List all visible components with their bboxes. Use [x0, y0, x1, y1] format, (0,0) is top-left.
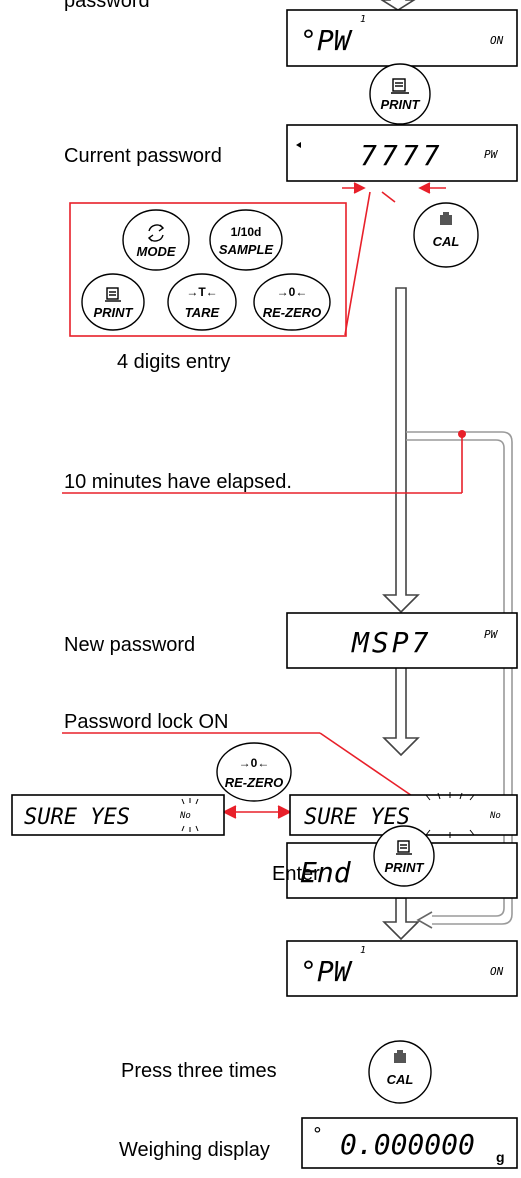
weight-icon — [440, 212, 452, 225]
current-password-value: 7777 — [360, 139, 443, 172]
label-digits-entry: 4 digits entry — [117, 351, 231, 373]
label-elapsed: 10 minutes have elapsed. — [64, 471, 292, 493]
flow-arrow-top — [380, 0, 416, 11]
cal-key-top[interactable]: CAL — [413, 202, 479, 268]
label-press-three: Press three times — [121, 1060, 277, 1082]
sure-left-text: SURE YES — [24, 805, 130, 830]
rezero-small-label: RE-ZERO — [263, 305, 322, 320]
weight-icon — [394, 1050, 406, 1063]
print-small-label: PRINT — [94, 305, 134, 320]
mode-key-label: MODE — [137, 244, 176, 259]
current-password-tag: PW — [484, 148, 499, 161]
end-display-text: End — [300, 856, 352, 889]
tare-key[interactable]: →T← TARE — [167, 273, 237, 331]
sure-left-tag: No — [179, 811, 191, 821]
display-weighing: ° 0.000000 g — [301, 1117, 518, 1169]
rezero-small-top: →0← — [277, 285, 308, 299]
print-icon — [391, 78, 409, 94]
print-key-top[interactable]: PRINT — [369, 63, 431, 125]
display-pw-bottom: °PW 1 ON — [286, 940, 518, 997]
pw2-display-text: °PW — [300, 955, 353, 988]
sample-key-top: 1/10d — [231, 225, 262, 239]
rezero-center-top: →0← — [239, 756, 270, 770]
new-password-tag: PW — [484, 628, 499, 641]
label-lock-on: Password lock ON — [64, 711, 229, 733]
weigh-unit: g — [496, 1149, 505, 1165]
key-group-frame — [69, 202, 347, 337]
sample-key[interactable]: 1/10d SAMPLE — [209, 209, 283, 271]
print-key-label: PRINT — [381, 97, 421, 112]
cal-bottom-label: CAL — [387, 1072, 414, 1087]
pw2-display-status: ON — [490, 965, 504, 978]
new-password-value: MSP7 — [351, 626, 431, 659]
sure-right-tag: No — [489, 811, 501, 821]
display-pw-top: °PW 1 ON — [286, 9, 518, 67]
cal-key-label: CAL — [433, 234, 460, 249]
label-current-password: Current password — [64, 145, 222, 167]
weigh-stable-dot: ° — [312, 1124, 323, 1145]
print-key-enter[interactable]: PRINT — [373, 825, 435, 887]
blink-rays-left — [181, 798, 199, 832]
print-enter-label: PRINT — [385, 860, 425, 875]
flow-arrow-new-to-confirm — [382, 661, 420, 757]
flow-arrows — [380, 0, 420, 941]
timeout-return-path — [406, 431, 513, 929]
flow-arrow-current-to-new — [382, 287, 420, 614]
pw-display-status: ON — [490, 34, 504, 47]
sample-key-label: SAMPLE — [219, 242, 274, 257]
cal-key-bottom[interactable]: CAL — [368, 1040, 432, 1104]
print-key-small[interactable]: PRINT — [81, 273, 145, 331]
display-current-password: 7777 PW — [286, 124, 518, 182]
label-enter: Enter — [272, 863, 320, 885]
label-new-password: New password — [64, 634, 196, 656]
label-password: password — [64, 0, 150, 12]
weigh-value: 0.000000 — [340, 1128, 475, 1161]
timeout-marker — [458, 430, 466, 438]
rezero-center-label: RE-ZERO — [225, 775, 284, 790]
print-icon — [396, 840, 412, 855]
rezero-key-small[interactable]: →0← RE-ZERO — [253, 273, 331, 331]
pw-display-index: 1 — [360, 14, 366, 25]
display-new-password: MSP7 PW — [286, 612, 518, 669]
cycle-icon — [147, 224, 165, 242]
print-icon — [105, 287, 121, 302]
tare-key-label: TARE — [185, 305, 220, 320]
flow-arrow-end-to-pw — [382, 897, 420, 941]
pw-display-text: °PW — [300, 24, 353, 57]
mode-key[interactable]: MODE — [122, 209, 190, 271]
tare-key-top: →T← — [186, 285, 217, 299]
pw2-display-index: 1 — [360, 945, 366, 956]
label-weighing: Weighing display — [119, 1139, 270, 1161]
blink-rays-right — [425, 792, 475, 838]
display-sure-left: SURE YES No — [11, 794, 225, 836]
rezero-key-center[interactable]: →0← RE-ZERO — [216, 742, 292, 802]
sure-right-text: SURE YES — [304, 805, 410, 830]
